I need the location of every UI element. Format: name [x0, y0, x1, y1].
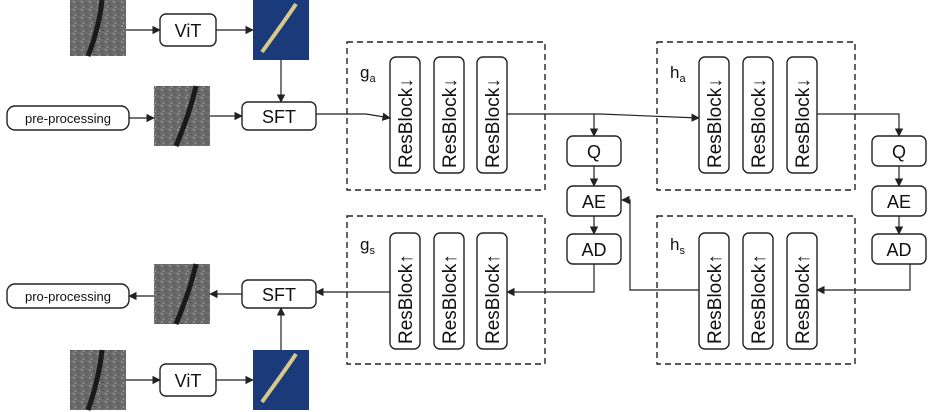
sar-thumb-preprocessed — [154, 86, 210, 146]
svg-text:Q: Q — [587, 142, 601, 162]
svg-text:AE: AE — [887, 192, 911, 212]
resblock-gs-3: ResBlock↑ — [477, 233, 507, 349]
sar-thumb-bottom — [70, 350, 126, 410]
svg-text:pre-processing: pre-processing — [25, 111, 111, 126]
sar-thumb-top — [70, 0, 126, 56]
svg-text:ViT: ViT — [175, 371, 202, 391]
svg-text:ResBlock↑: ResBlock↑ — [749, 254, 770, 344]
svg-text:ResBlock↓: ResBlock↓ — [793, 78, 814, 168]
decoder-ad-node-1: AD — [567, 234, 621, 264]
resblock-ga-2: ResBlock↓ — [434, 57, 464, 173]
svg-text:ViT: ViT — [175, 21, 202, 41]
svg-text:AE: AE — [582, 192, 606, 212]
quantizer-node-2: Q — [872, 136, 926, 166]
encoder-ae-node-1: AE — [567, 186, 621, 216]
pre-processing-node: pre-processing — [7, 106, 129, 130]
svg-text:ResBlock↓: ResBlock↓ — [440, 78, 461, 168]
svg-text:ResBlock↑: ResBlock↑ — [705, 254, 726, 344]
svg-text:Q: Q — [892, 142, 906, 162]
svg-text:ResBlock↓: ResBlock↓ — [749, 78, 770, 168]
label-hs: hs — [670, 235, 685, 257]
resblock-ha-3: ResBlock↓ — [787, 57, 817, 173]
svg-text:ResBlock↑: ResBlock↑ — [396, 254, 417, 344]
resblock-hs-3: ResBlock↑ — [787, 233, 817, 349]
svg-text:SFT: SFT — [262, 107, 296, 127]
vit-node-bottom: ViT — [160, 364, 216, 396]
resblock-ha-2: ResBlock↓ — [743, 57, 773, 173]
encoder-ae-node-2: AE — [872, 186, 926, 216]
sft-node-bottom: SFT — [242, 280, 316, 308]
resblock-ha-1: ResBlock↓ — [699, 57, 729, 173]
vit-feature-thumb-top — [253, 0, 309, 60]
post-processing-node: pro-processing — [7, 284, 129, 308]
resblock-gs-2: ResBlock↑ — [434, 233, 464, 349]
vit-node-top: ViT — [160, 14, 216, 46]
resblock-ga-3: ResBlock↓ — [477, 57, 507, 173]
decoder-ad-node-2: AD — [872, 234, 926, 264]
label-ga: ga — [360, 63, 376, 85]
svg-text:ResBlock↑: ResBlock↑ — [440, 254, 461, 344]
sar-thumb-output — [154, 264, 210, 324]
svg-text:AD: AD — [581, 240, 606, 260]
svg-text:ResBlock↑: ResBlock↑ — [793, 254, 814, 344]
svg-text:ResBlock↑: ResBlock↑ — [483, 254, 504, 344]
quantizer-node-1: Q — [567, 136, 621, 166]
svg-text:ResBlock↓: ResBlock↓ — [396, 78, 417, 168]
svg-text:ResBlock↓: ResBlock↓ — [705, 78, 726, 168]
resblock-hs-1: ResBlock↑ — [699, 233, 729, 349]
resblock-hs-2: ResBlock↑ — [743, 233, 773, 349]
label-ha: ha — [670, 63, 686, 85]
resblock-ga-1: ResBlock↓ — [390, 57, 420, 173]
sft-node-top: SFT — [242, 102, 316, 130]
vit-feature-thumb-bottom — [253, 350, 309, 410]
resblock-gs-1: ResBlock↑ — [390, 233, 420, 349]
svg-text:ResBlock↓: ResBlock↓ — [483, 78, 504, 168]
svg-text:SFT: SFT — [262, 285, 296, 305]
label-gs: gs — [360, 235, 375, 257]
svg-text:AD: AD — [886, 240, 911, 260]
svg-text:pro-processing: pro-processing — [25, 289, 111, 304]
